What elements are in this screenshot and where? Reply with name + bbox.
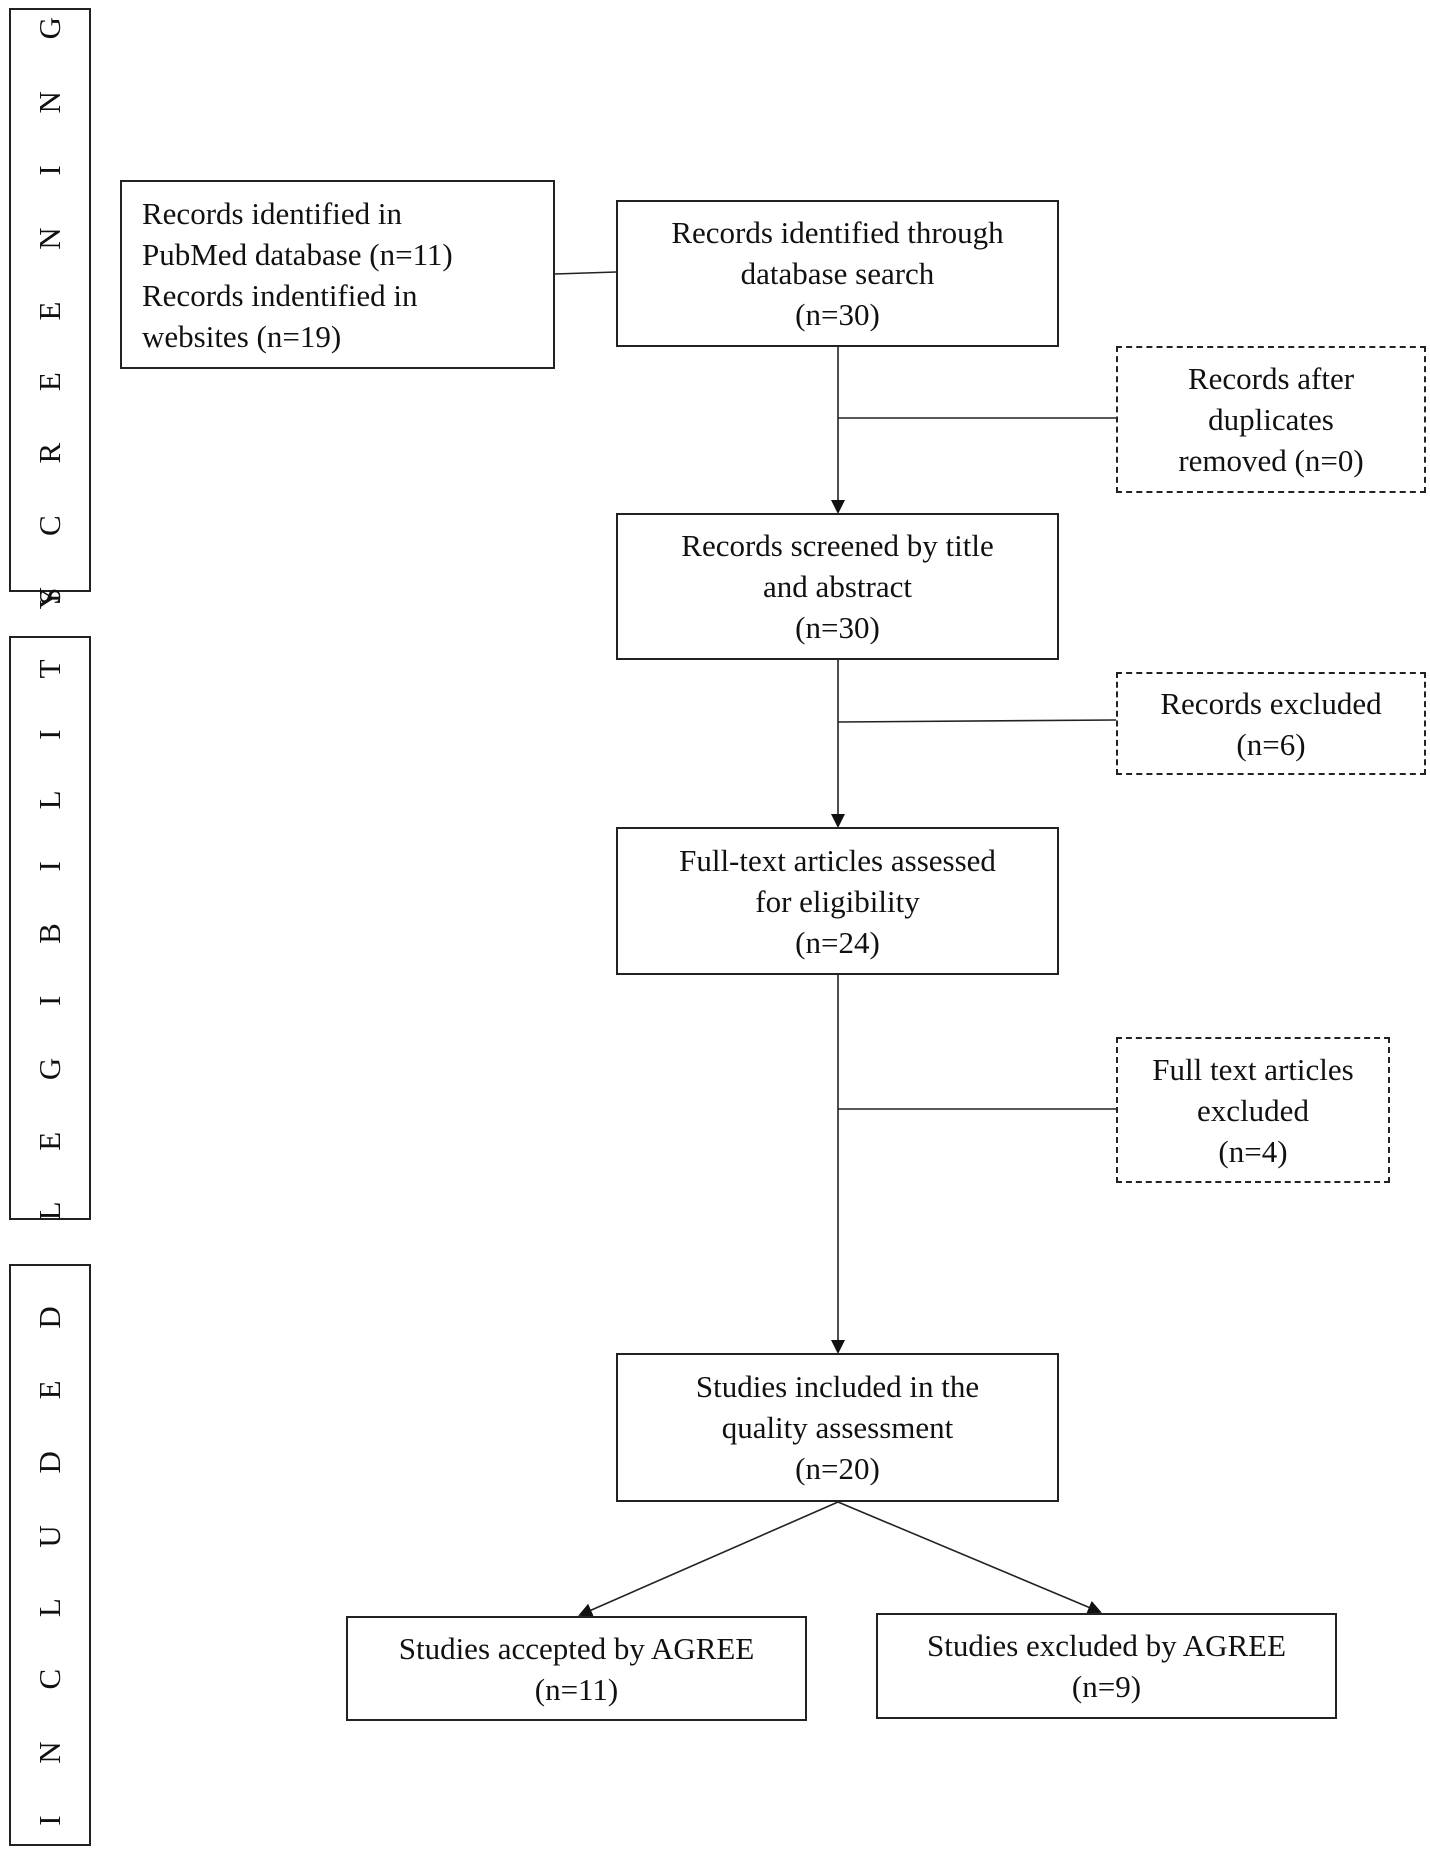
accepted-line-2: (n=11) (534, 1671, 619, 1707)
box-excluded-agree: Studies excluded by AGREE (n=9) (876, 1613, 1337, 1719)
duplicates-line-2: duplicates (1208, 402, 1334, 437)
quality-line-2: quality assessment (721, 1410, 954, 1445)
excluded-line-1: Records excluded (1160, 685, 1382, 721)
box-records-identified: Records identified through database sear… (616, 200, 1059, 347)
box-duplicates-removed: Records after duplicates removed (n=0) (1116, 346, 1426, 493)
agree-excluded-line-1: Studies excluded by AGREE (926, 1628, 1287, 1663)
box-fulltext-excluded: Full text articles excluded (n=4) (1116, 1037, 1390, 1183)
fulltext-excluded-line-1: Full text articles (1152, 1051, 1354, 1087)
identified-line-2: database search (740, 256, 935, 291)
identified-line-1: Records identified through (671, 215, 1004, 250)
box-fulltext-assessed: Full-text articles assessed for eligibil… (616, 827, 1059, 975)
box-quality-assessment: Studies included in the quality assessme… (616, 1353, 1059, 1502)
link-excluded (837, 719, 1117, 723)
identified-line-3: (n=30) (795, 297, 880, 332)
screened-line-3: (n=30) (795, 610, 880, 645)
link-sources-identified (554, 271, 617, 275)
duplicates-line-3: removed (n=0) (1178, 443, 1364, 478)
accepted-line-1: Studies accepted by AGREE (398, 1630, 755, 1666)
box-accepted-agree: Studies accepted by AGREE (n=11) (346, 1616, 807, 1721)
box-records-screened: Records screened by title and abstract (… (616, 513, 1059, 660)
fulltext-line-2: for eligibility (755, 883, 920, 919)
box-records-sources: Records identified in PubMed database (n… (120, 180, 555, 369)
fulltext-line-3: (n=24) (795, 924, 880, 960)
fulltext-excluded-line-2: excluded (1197, 1092, 1309, 1128)
arrow-quality-accepted (578, 1501, 839, 1617)
sources-line-4: websites (n=19) (142, 318, 342, 354)
sources-line-3: Records indentified in (142, 277, 418, 313)
phase-screening: S C R E E N I N G (9, 0, 91, 605)
sources-line-2: PubMed database (n=11) (142, 236, 453, 272)
duplicates-line-1: Records after (1187, 361, 1355, 396)
fulltext-line-1: Full-text articles assessed (679, 842, 996, 878)
phase-eligibility: E L E G I B I L I T Y (9, 565, 91, 1291)
sources-line-1: Records identified in (142, 195, 402, 231)
phase-included: I N C L U D E D (9, 1264, 91, 1846)
box-records-excluded: Records excluded (n=6) (1116, 672, 1426, 775)
fulltext-excluded-line-3: (n=4) (1218, 1133, 1288, 1169)
quality-line-1: Studies included in the (695, 1369, 980, 1404)
excluded-line-2: (n=6) (1236, 726, 1306, 762)
quality-line-3: (n=20) (795, 1451, 880, 1486)
screened-line-2: and abstract (763, 569, 912, 604)
screened-line-1: Records screened by title (681, 528, 994, 563)
agree-excluded-line-2: (n=9) (1071, 1669, 1142, 1704)
arrow-quality-agree-excluded (837, 1501, 1102, 1614)
